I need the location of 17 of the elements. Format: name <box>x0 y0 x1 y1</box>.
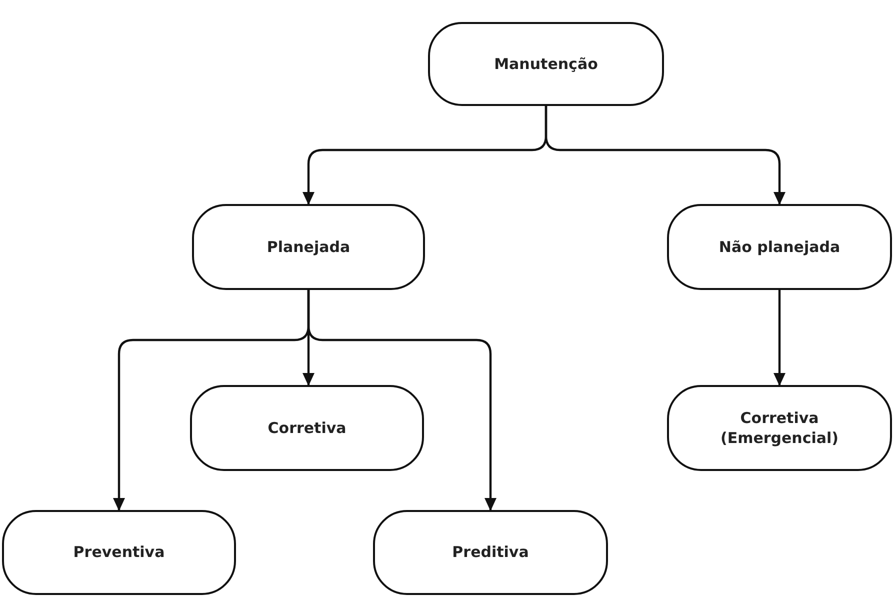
node-label: Não planejada <box>718 236 840 258</box>
node-label: Planejada <box>266 236 350 258</box>
rounded-box <box>192 204 425 290</box>
node-label: Preventiva <box>73 542 165 563</box>
node-label: Corretiva (Emergencial) <box>719 408 840 448</box>
rounded-box <box>667 204 892 290</box>
node-label: Corretiva <box>268 418 346 438</box>
arrow <box>544 106 786 205</box>
node-label: Manutenção <box>494 54 598 74</box>
arrow <box>774 290 786 386</box>
rounded-box <box>2 510 236 595</box>
arrow <box>307 290 496 511</box>
node-label: Preditiva <box>452 542 529 563</box>
rounded-box <box>373 510 608 595</box>
rounded-box <box>667 385 892 471</box>
rounded-box <box>190 385 424 471</box>
rounded-box <box>428 22 664 106</box>
